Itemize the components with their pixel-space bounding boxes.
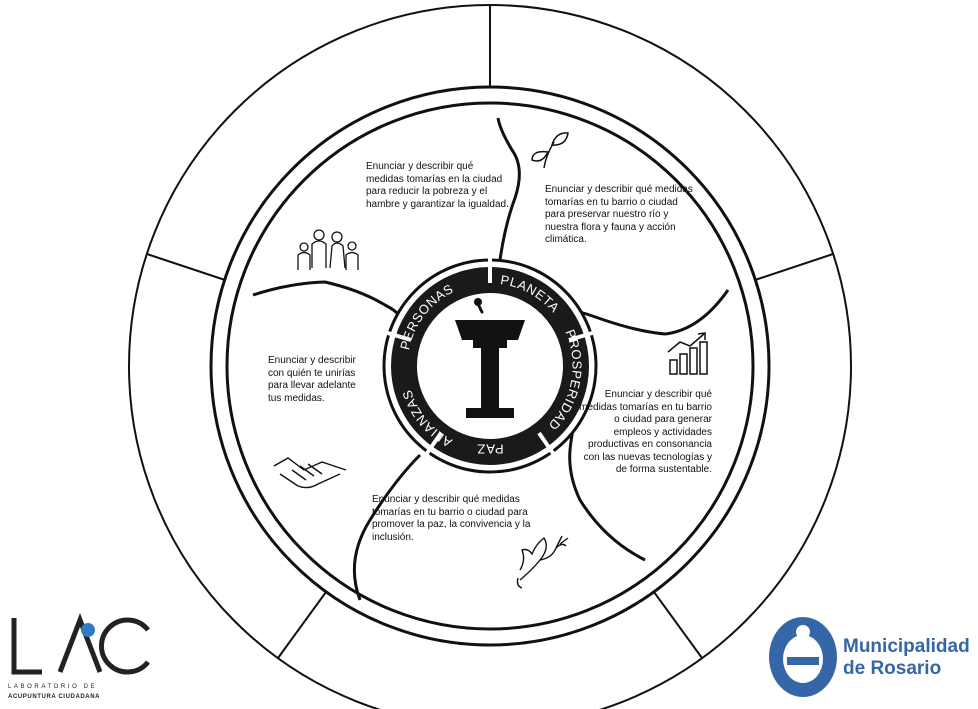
lac-subtitle-line1: LABORATORIO DE [8, 684, 98, 690]
rosario-line2: de Rosario [843, 658, 942, 679]
lac-subtitle-line2: ACUPUNTURA CIUDADANA [8, 694, 101, 700]
sprout-icon [531, 132, 569, 169]
lac-logo-mark [11, 613, 150, 675]
podium-microphone-icon [455, 298, 525, 418]
dove-icon [516, 535, 569, 589]
outer-ring [128, 4, 852, 709]
segment-paz-text: Enunciar y describir qué medidas tomaría… [372, 494, 531, 543]
segment-prosperidad-text: Enunciar y describir qué medidas tomaría… [579, 389, 712, 475]
family-icon [297, 229, 359, 270]
segment-alianzas-text: Enunciar y describir con quién te uniría… [268, 355, 356, 404]
ring-label-paz: PAZ [476, 442, 503, 457]
rosario-logo: Municipalidad de Rosario [765, 612, 975, 702]
segment-planeta-text: Enunciar y describir qué medidas tomaría… [545, 184, 693, 245]
growth-chart-icon [667, 332, 708, 375]
rosario-line1: Municipalidad [843, 636, 970, 657]
lac-logo: LABORATORIO DE ACUPUNTURA CIUDADANA [8, 612, 158, 707]
rosario-seal-icon [769, 617, 837, 697]
ring-gaps [380, 251, 600, 461]
handshake-icon [273, 457, 347, 489]
segment-borders [225, 101, 755, 631]
segment-personas-text: Enunciar y describir qué medidas tomaría… [366, 161, 509, 210]
